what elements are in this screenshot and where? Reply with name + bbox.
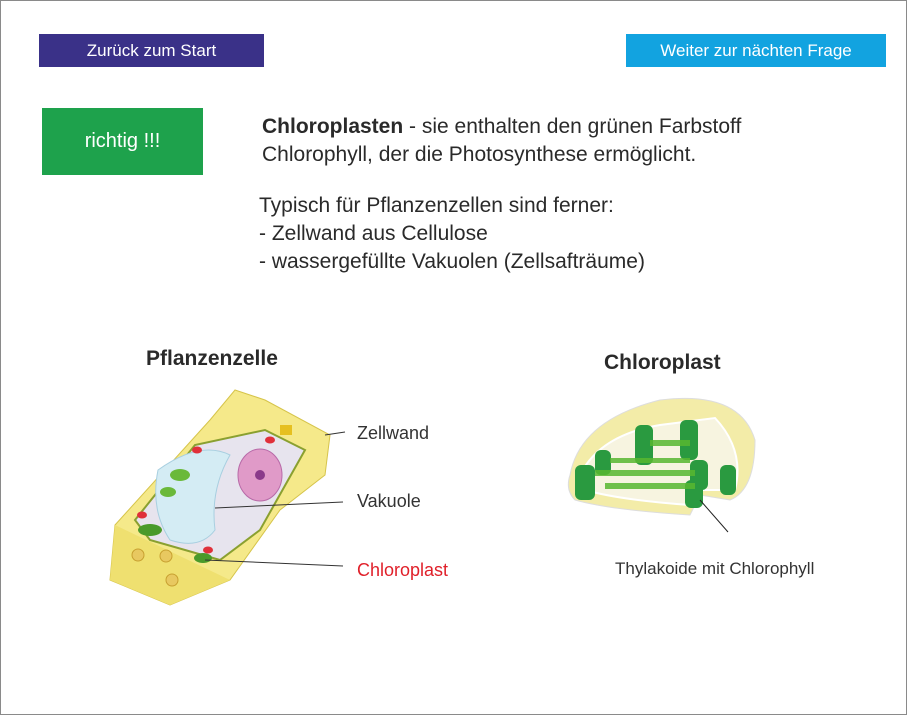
cell-title: Pflanzenzelle xyxy=(146,347,278,370)
chloroplast-illustration xyxy=(567,397,756,533)
extra-item: - wassergefüllte Vakuolen (Zellsafträume… xyxy=(259,250,645,273)
extra-item: - Zellwand aus Cellulose xyxy=(259,222,488,245)
back-to-start-button[interactable]: Zurück zum Start xyxy=(39,34,264,67)
answer-line2: Chlorophyll, der die Photosynthese ermög… xyxy=(262,143,697,166)
extra-intro: Typisch für Pflanzenzellen sind ferner: xyxy=(259,194,614,217)
label-thylakoide: Thylakoide mit Chlorophyll xyxy=(615,559,815,578)
answer-text: Chloroplasten - sie enthalten den grünen… xyxy=(262,113,741,169)
label-chloroplast: Chloroplast xyxy=(357,560,449,580)
answer-term: Chloroplasten xyxy=(262,115,404,138)
feedback-badge: richtig !!! xyxy=(42,108,203,175)
label-zellwand: Zellwand xyxy=(357,423,430,443)
next-question-button[interactable]: Weiter zur nächten Frage xyxy=(626,34,886,67)
extra-info: Typisch für Pflanzenzellen sind ferner: … xyxy=(259,192,645,276)
chloroplast-title: Chloroplast xyxy=(604,351,721,374)
plant-cell-illustration xyxy=(109,389,346,606)
answer-line1: - sie enthalten den grünen Farbstoff xyxy=(403,115,742,138)
label-vakuole: Vakuole xyxy=(357,491,421,511)
